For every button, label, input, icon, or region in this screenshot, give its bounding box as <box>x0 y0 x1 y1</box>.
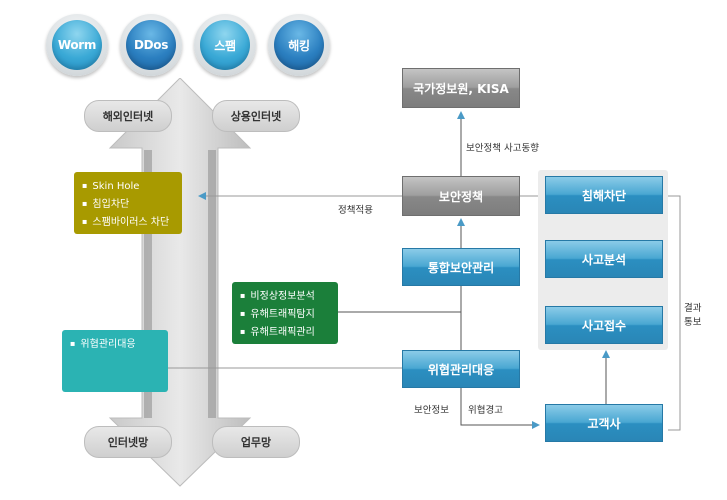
note-traffic: 비정상정보분석 유해트래픽탐지 유해트래픽관리 <box>232 282 338 344</box>
threat-hacking-label: 해킹 <box>274 20 324 70</box>
pill-commercial-internet: 상용인터넷 <box>212 100 300 132</box>
box-kisa: 국가정보원, KISA <box>402 68 520 108</box>
threat-ddos: DDos <box>120 14 182 76</box>
box-integrated-security: 통합보안관리 <box>402 248 520 286</box>
note-threat-response-item: 위협관리대응 <box>70 336 160 354</box>
box-incident-receipt: 사고접수 <box>545 306 663 344</box>
threat-hacking: 해킹 <box>268 14 330 76</box>
pill-overseas-internet: 해외인터넷 <box>84 100 172 132</box>
box-intrusion-block: 침해차단 <box>545 176 663 214</box>
label-result-notice-2: 통보 <box>684 317 702 328</box>
note-traffic-item: 유해트래픽관리 <box>240 324 330 342</box>
label-result-notice-1: 결과 <box>684 303 702 314</box>
threat-worm: Worm <box>46 14 108 76</box>
note-blocking-item: 스팸바이러스 차단 <box>82 214 174 232</box>
pill-internet-network: 인터넷망 <box>84 426 172 458</box>
box-threat-management: 위협관리대응 <box>402 350 520 388</box>
note-traffic-item: 비정상정보분석 <box>240 288 330 306</box>
box-incident-analysis: 사고분석 <box>545 240 663 278</box>
note-blocking-item: 침입차단 <box>82 196 174 214</box>
threat-spam: 스팸 <box>194 14 256 76</box>
note-blocking: Skin Hole 침입차단 스팸바이러스 차단 <box>74 172 182 234</box>
label-threat-warning: 위협경고 <box>468 405 503 416</box>
threat-spam-label: 스팸 <box>200 20 250 70</box>
box-customer: 고객사 <box>545 404 663 442</box>
box-security-policy: 보안정책 <box>402 176 520 216</box>
threat-ddos-label: DDos <box>126 20 176 70</box>
pill-business-network: 업무망 <box>212 426 300 458</box>
label-policy-incident-trend: 보안정책 사고동향 <box>466 143 539 154</box>
note-threat-response: 위협관리대응 <box>62 330 168 392</box>
label-policy-apply: 정책적용 <box>338 205 373 216</box>
label-security-info: 보안정보 <box>414 405 449 416</box>
note-blocking-item: Skin Hole <box>82 178 174 196</box>
note-traffic-item: 유해트래픽탐지 <box>240 306 330 324</box>
threat-worm-label: Worm <box>52 20 102 70</box>
